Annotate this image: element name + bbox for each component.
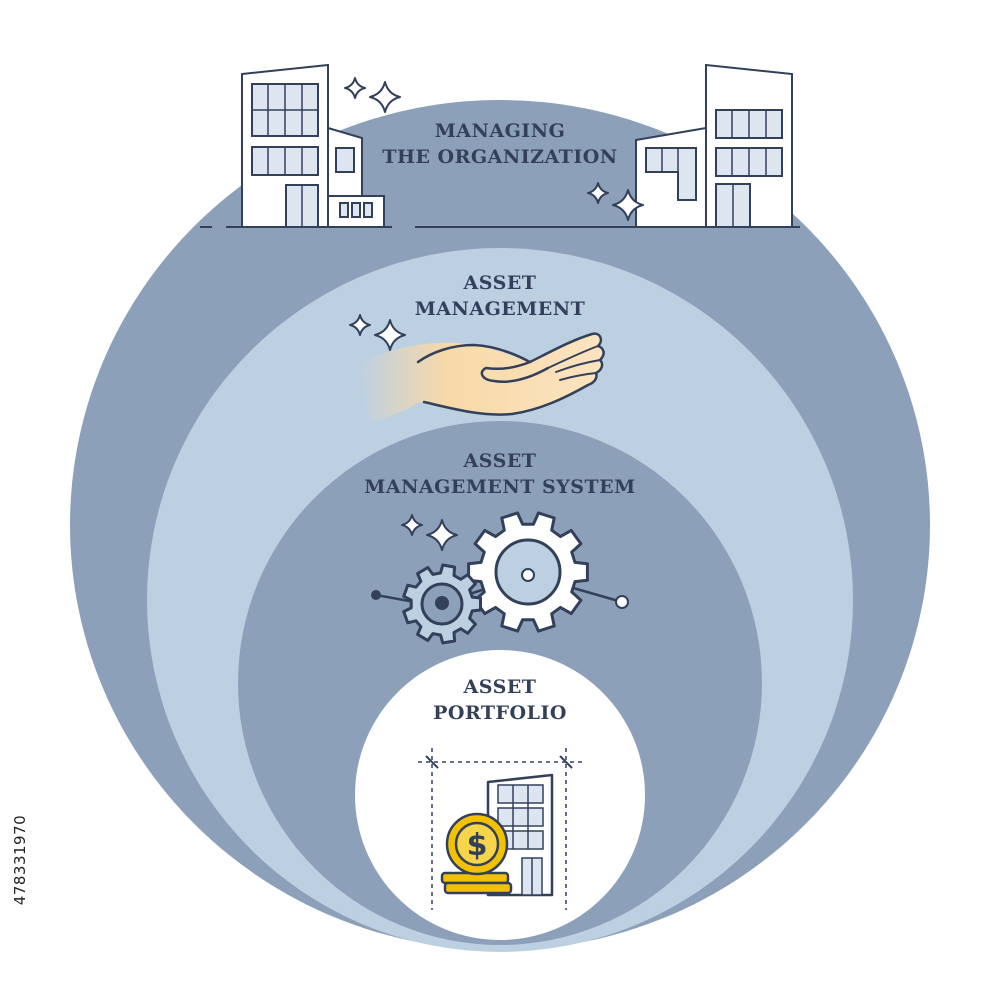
level-label-asset-portfolio: ASSET PORTFOLIO (0, 674, 1000, 726)
level-label-managing-organization: MANAGING THE ORGANIZATION (0, 118, 1000, 170)
building-left-icon (241, 63, 385, 228)
level-label-line: ASSET (463, 450, 537, 472)
connector-node-small-gear (435, 596, 449, 610)
level-label-asset-management: ASSET MANAGEMENT (0, 270, 1000, 322)
level-label-line: MANAGEMENT (414, 298, 586, 320)
connector-node-right (615, 595, 629, 609)
level-label-line: THE ORGANIZATION (382, 146, 618, 168)
connector-node-left (371, 590, 381, 600)
building-right-icon (635, 63, 793, 228)
level-label-line: MANAGING (434, 120, 566, 142)
sparkle-icon (344, 77, 644, 551)
stock-id-label: 478331970 (6, 760, 34, 960)
level-label-line: ASSET (463, 272, 537, 294)
portfolio-building-coin-icon: $ (418, 748, 582, 910)
level-label-line: MANAGEMENT SYSTEM (364, 476, 636, 498)
level-label-line: PORTFOLIO (433, 702, 567, 724)
stock-id-text: 478331970 (11, 814, 29, 906)
gears-icon (371, 511, 629, 645)
level-label-asset-management-system: ASSET MANAGEMENT SYSTEM (0, 448, 1000, 500)
level-label-line: ASSET (463, 676, 537, 698)
connector-node-large-gear (521, 568, 535, 582)
coin-symbol: $ (467, 828, 488, 863)
hand-icon (360, 332, 605, 422)
